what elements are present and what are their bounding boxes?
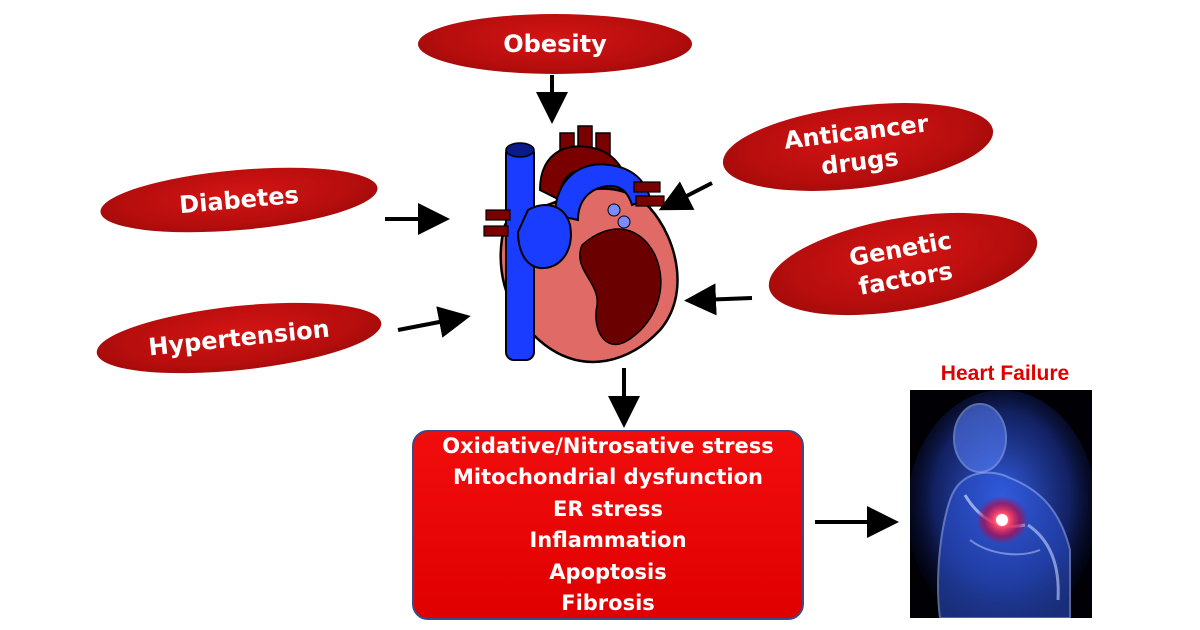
arrow-anticancer: [658, 181, 713, 211]
mechanism-item: Fibrosis: [561, 591, 655, 615]
mechanisms-box: Oxidative/Nitrosative stress Mitochondri…: [412, 430, 804, 620]
heart-failure-title: Heart Failure: [940, 362, 1070, 385]
diabetes-label: Diabetes: [178, 180, 300, 220]
hypertension-label: Hypertension: [147, 314, 331, 362]
mechanism-item: Oxidative/Nitrosative stress: [442, 433, 774, 458]
arrow-hypertension: [397, 306, 471, 338]
mechanism-item: Apoptosis: [549, 559, 667, 584]
mechanism-item: ER stress: [553, 496, 663, 521]
arrow-genetic: [684, 283, 753, 316]
obesity-label: Obesity: [503, 30, 607, 58]
mechanism-item: Mitochondrial dysfunction: [453, 465, 763, 489]
heart-failure-image: [910, 390, 1092, 618]
mechanism-item: Inflammation: [529, 528, 687, 552]
xray-figure-illustration: [910, 390, 1092, 618]
genetic-factors-label: Genetic factors: [847, 226, 955, 301]
anticancer-drugs-label: Anticancer drugs: [782, 109, 930, 181]
heart-illustration: [483, 125, 679, 364]
obesity-oval: Obesity: [418, 14, 692, 74]
